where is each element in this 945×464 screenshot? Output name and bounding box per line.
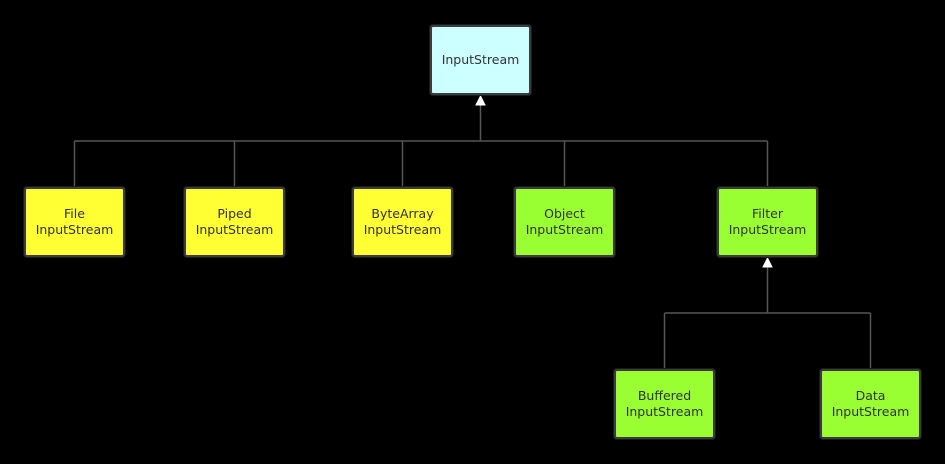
- node-object-inputstream[interactable]: Object InputStream: [514, 187, 615, 257]
- node-label-line2: InputStream: [625, 404, 704, 419]
- node-bytearray-inputstream[interactable]: ByteArray InputStream: [352, 187, 453, 257]
- inheritance-arrowhead-filter: [762, 256, 773, 268]
- node-inputstream[interactable]: InputStream: [430, 25, 531, 95]
- node-data-inputstream[interactable]: Data InputStream: [820, 369, 921, 439]
- node-piped-inputstream[interactable]: Piped InputStream: [184, 187, 285, 257]
- node-label-line2: InputStream: [525, 222, 604, 237]
- node-label-line1: Data: [855, 388, 886, 403]
- node-label-line1: InputStream: [441, 52, 520, 67]
- node-label-line1: Buffered: [637, 388, 692, 403]
- inheritance-arrowhead-inputstream: [475, 94, 486, 106]
- node-label-line1: Object: [544, 206, 585, 221]
- node-label-line1: Piped: [217, 206, 252, 221]
- node-label-line2: InputStream: [831, 404, 910, 419]
- node-buffered-inputstream[interactable]: Buffered InputStream: [614, 369, 715, 439]
- node-label-line1: Filter: [752, 206, 783, 221]
- node-label-line2: InputStream: [195, 222, 274, 237]
- node-file-inputstream[interactable]: File InputStream: [24, 187, 125, 257]
- node-filter-inputstream[interactable]: Filter InputStream: [717, 187, 818, 257]
- node-label-line1: File: [64, 206, 85, 221]
- node-label-line2: InputStream: [728, 222, 807, 237]
- node-label-line2: InputStream: [363, 222, 442, 237]
- node-label-line2: InputStream: [35, 222, 114, 237]
- node-label-line1: ByteArray: [371, 206, 434, 221]
